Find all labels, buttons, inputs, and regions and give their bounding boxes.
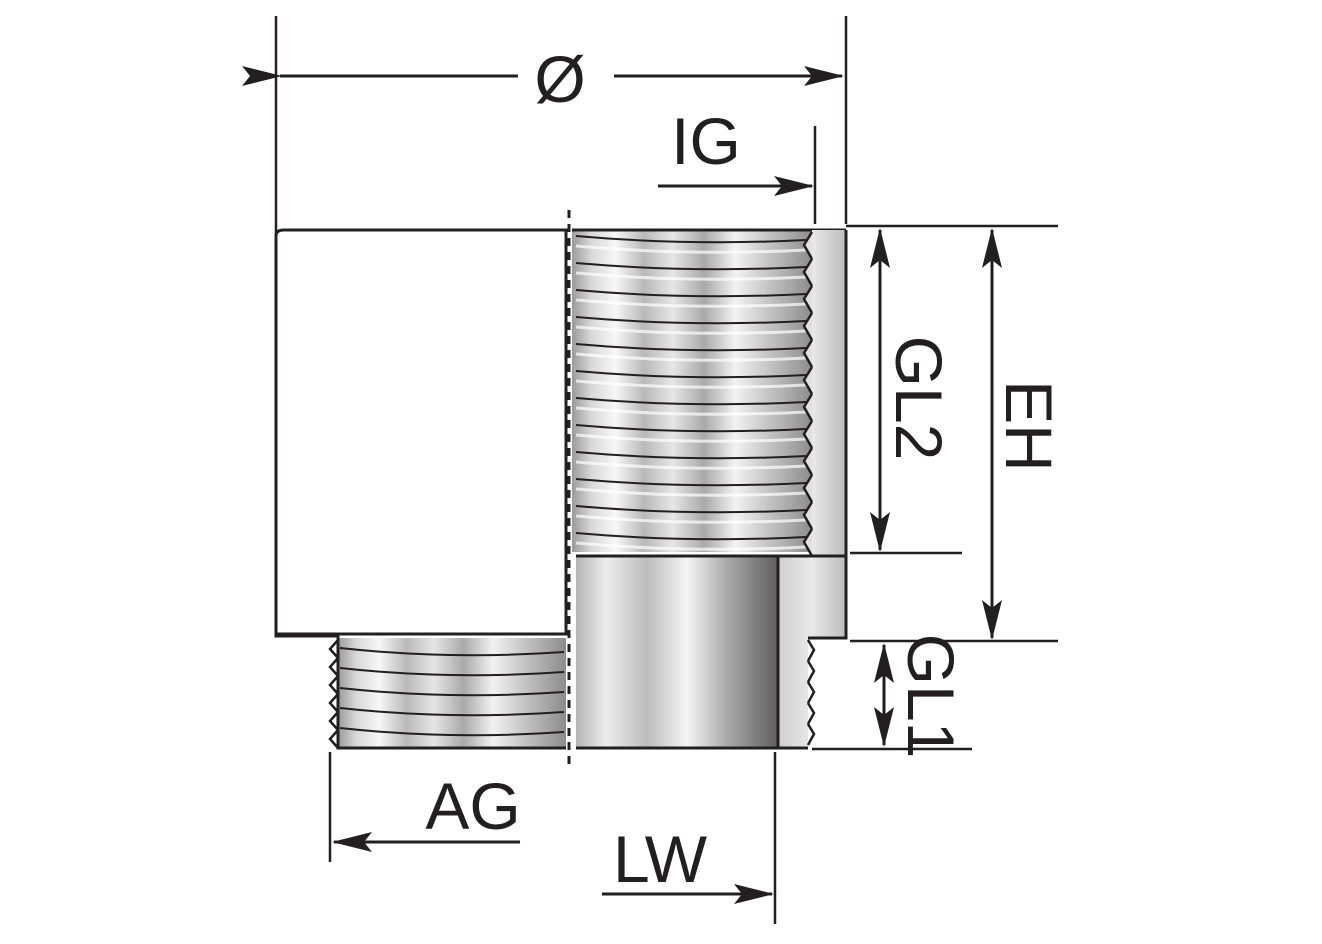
inner-thread-highlight — [575, 460, 807, 470]
inner-thread-ridge — [575, 532, 807, 541]
wall-thread-tooth — [802, 339, 814, 368]
dimension-thread-length-2: GL2 — [870, 228, 956, 552]
male-thread-ridge — [339, 687, 565, 697]
wall-thread-tooth — [802, 366, 814, 395]
inner-thread-label: IG — [671, 104, 741, 178]
male-thread — [274, 634, 566, 750]
inner-thread-highlight — [575, 433, 807, 443]
dimension-height: EH — [982, 228, 1066, 640]
wall-thread-tooth — [802, 393, 814, 422]
inner-thread-ridge — [575, 235, 807, 244]
inner-thread-ridge — [575, 397, 807, 406]
inner-thread-ridge — [575, 370, 807, 379]
male-thread-tooth — [328, 693, 339, 713]
male-thread-tooth — [328, 675, 339, 695]
wall-thread-tooth — [802, 258, 814, 287]
wall-thread-tooth-lower — [806, 681, 816, 704]
height-label: EH — [992, 380, 1066, 472]
dimension-inner-thread: IG — [658, 104, 814, 196]
inner-thread-ridge — [575, 262, 807, 271]
wall-thread-tooth — [802, 420, 814, 449]
inner-thread-ridge — [575, 451, 807, 460]
wall-thread-tooth — [802, 501, 814, 530]
inner-thread-ridge — [575, 289, 807, 298]
inner-thread-highlight — [575, 244, 807, 254]
male-thread-tooth — [328, 639, 339, 659]
male-thread-tooth — [328, 711, 339, 731]
dimension-outer-thread: AG — [332, 769, 521, 852]
inner-thread-ridge — [575, 424, 807, 433]
bore — [576, 554, 846, 750]
extension-lines — [274, 16, 1058, 924]
inner-thread-ridge — [575, 316, 807, 325]
wall-thread-tooth-lower — [806, 639, 816, 662]
inner-thread-highlight — [575, 487, 807, 497]
male-thread-tooth — [328, 657, 339, 677]
wall-thread-tooth — [802, 474, 814, 503]
inner-thread-highlight — [575, 352, 807, 362]
dimension-thread-length-1: GL1 — [874, 634, 968, 759]
thread-length-2-label: GL2 — [882, 336, 956, 461]
wall-thread-tooth — [802, 447, 814, 476]
wall-thread-tooth-lower — [806, 723, 816, 746]
thread-length-1-label: GL1 — [894, 634, 968, 759]
wall-thread-tooth — [802, 285, 814, 314]
inner-thread-highlight — [575, 514, 807, 524]
wall-thread-tooth — [802, 231, 814, 260]
inner-thread-ridge — [575, 343, 807, 352]
inner-thread-highlight — [575, 325, 807, 335]
wall-thread-tooth-lower — [806, 702, 816, 725]
wall-thread-tooth — [802, 528, 814, 557]
section-wall — [778, 230, 848, 748]
inner-thread-highlight — [575, 298, 807, 308]
inner-thread-highlight — [575, 541, 807, 551]
dimension-diameter: Ø — [242, 42, 844, 116]
inner-thread-section — [572, 228, 846, 552]
inner-thread-highlight — [575, 406, 807, 416]
male-thread-ridge — [339, 647, 565, 657]
wall-width-label: LW — [613, 822, 708, 896]
wall-thread-tooth — [802, 312, 814, 341]
male-thread-ridge — [339, 707, 565, 717]
outer-thread-label: AG — [425, 769, 520, 843]
inner-thread-highlight — [575, 379, 807, 389]
outer-body — [274, 228, 568, 636]
male-thread-ridge — [339, 727, 565, 737]
male-thread-ridge — [339, 667, 565, 677]
diameter-label: Ø — [534, 42, 585, 116]
inner-thread-highlight — [575, 271, 807, 281]
male-thread-tooth — [328, 729, 339, 749]
inner-thread-ridge — [575, 505, 807, 514]
inner-thread-ridge — [575, 478, 807, 487]
wall-thread-tooth-lower — [806, 660, 816, 683]
dimension-wall-width: LW — [602, 822, 774, 904]
